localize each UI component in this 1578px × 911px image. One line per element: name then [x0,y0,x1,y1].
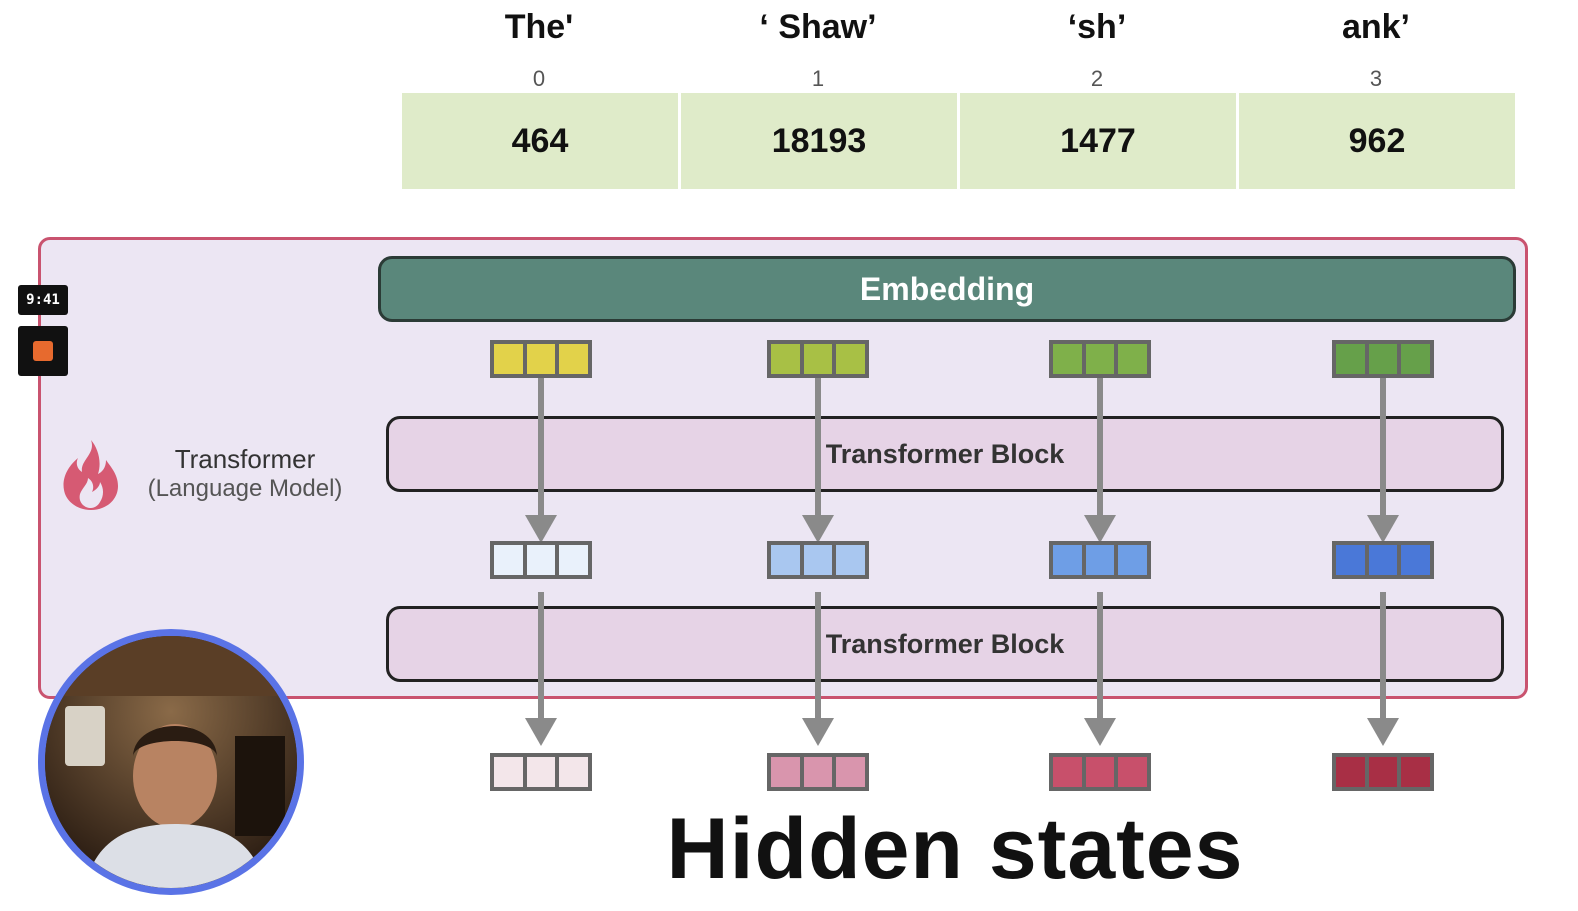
hidden-vector-layer1-2 [1049,541,1151,579]
hidden-vector-layer1-0 [490,541,592,579]
vector-cell [1085,545,1115,575]
arrow-head-0-3 [1367,515,1399,543]
token-index-2: 2 [1090,66,1104,91]
vector-cell [836,545,866,575]
arrow-shaft-0-0 [538,378,544,515]
token-1: ‘ Shaw’ [759,8,877,46]
token-id-cell-0: 464 [402,93,678,189]
token-index-3: 3 [1369,66,1383,91]
vector-cell [559,545,589,575]
embedding-vector-3 [1332,340,1434,378]
arrow-shaft-1-0 [538,592,544,718]
embedding-vector-2 [1049,340,1151,378]
vector-cell [1401,545,1431,575]
vector-cell [526,344,556,374]
token-0: The' [504,8,574,46]
vector-cell [1368,344,1398,374]
arrow-shaft-0-3 [1380,378,1386,515]
vector-cell [1401,757,1431,787]
stop-recording-button[interactable] [18,326,68,376]
hidden-vector-layer1-3 [1332,541,1434,579]
webcam-overlay [38,629,304,895]
hidden-vector-output-0 [490,753,592,791]
hidden-vector-output-3 [1332,753,1434,791]
arrow-shaft-0-2 [1097,378,1103,515]
vector-cell [1118,757,1148,787]
transformer-block-1: Transformer Block [386,416,1504,492]
arrow-head-1-3 [1367,718,1399,746]
token-index-1: 1 [811,66,825,91]
token-2: ‘sh’ [1067,8,1127,46]
arrow-shaft-1-3 [1380,592,1386,718]
transformer-block-2: Transformer Block [386,606,1504,682]
vector-cell [559,344,589,374]
vector-cell [1336,757,1365,787]
hidden-states-caption: Hidden states [666,801,1244,897]
vector-cell [1336,344,1365,374]
token-id-cell-2: 1477 [960,93,1236,189]
vector-cell [1118,545,1148,575]
vector-cell [526,545,556,575]
token-id-cell-3: 962 [1239,93,1515,189]
vector-cell [1053,545,1082,575]
hidden-vector-output-1 [767,753,869,791]
embedding-vector-1 [767,340,869,378]
vector-cell [1336,545,1365,575]
vector-cell [771,545,800,575]
model-title: Transformer [174,444,316,474]
vector-cell [494,545,523,575]
arrow-head-1-1 [802,718,834,746]
arrow-head-0-1 [802,515,834,543]
arrow-shaft-1-2 [1097,592,1103,718]
arrow-head-0-2 [1084,515,1116,543]
model-subtitle: (Language Model) [147,475,343,502]
flame-icon [63,440,118,510]
vector-cell [1118,344,1148,374]
embedding-vector-0 [490,340,592,378]
hidden-vector-layer1-1 [767,541,869,579]
recording-timer: 9:41 [18,285,68,315]
token-3: ank’ [1341,8,1411,46]
hidden-vector-output-2 [1049,753,1151,791]
arrow-shaft-1-1 [815,592,821,718]
vector-cell [559,757,589,787]
vector-cell [1401,344,1431,374]
vector-cell [836,757,866,787]
presenter-video [45,636,297,888]
vector-cell [803,344,833,374]
arrow-head-1-0 [525,718,557,746]
vector-cell [771,757,800,787]
vector-cell [771,344,800,374]
model-label: Transformer (Language Model) [130,444,360,503]
token-id-cell-1: 18193 [681,93,957,189]
arrow-shaft-0-1 [815,378,821,515]
vector-cell [803,545,833,575]
arrow-head-0-0 [525,515,557,543]
arrow-head-1-2 [1084,718,1116,746]
vector-cell [836,344,866,374]
stop-icon [33,341,53,361]
vector-cell [494,757,523,787]
vector-cell [1368,545,1398,575]
vector-cell [1085,344,1115,374]
vector-cell [494,344,523,374]
vector-cell [1368,757,1398,787]
vector-cell [526,757,556,787]
vector-cell [1085,757,1115,787]
token-index-0: 0 [532,66,546,91]
embedding-layer: Embedding [378,256,1516,322]
vector-cell [1053,344,1082,374]
vector-cell [1053,757,1082,787]
vector-cell [803,757,833,787]
